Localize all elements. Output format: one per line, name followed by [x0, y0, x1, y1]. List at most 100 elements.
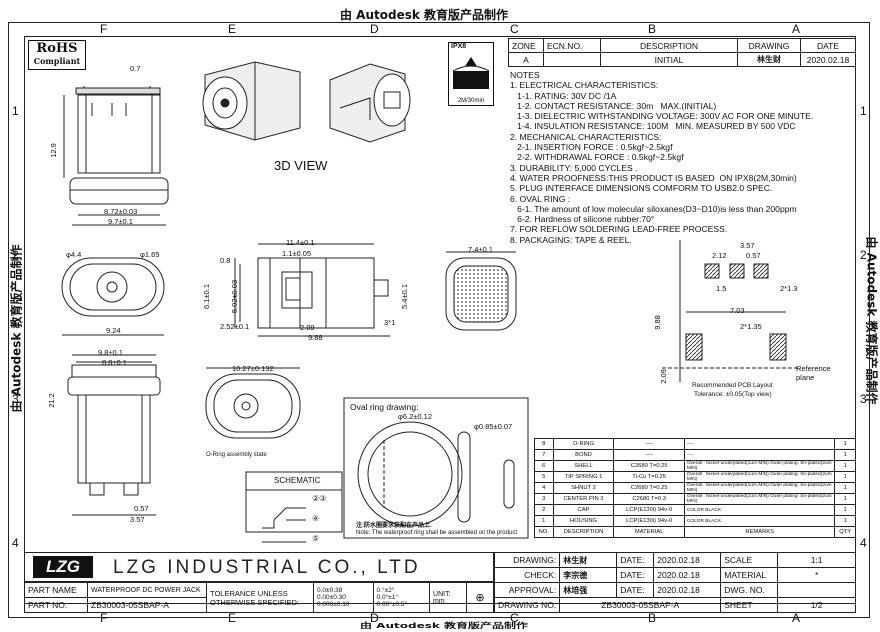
scale-label: SCALE — [720, 552, 779, 568]
dwg-label: DWG. NO. — [720, 582, 779, 598]
schematic-pins-3: ⑤ — [312, 534, 320, 543]
dim-252: 2.52±0.1 — [220, 322, 250, 331]
revision-table: ZONE ECN.NO. DESCRIPTION DRAWING DATE A … — [508, 38, 856, 67]
zone-label-right-4: 4 — [860, 536, 867, 550]
drawing-no: ZB30003-05SBAP-A — [559, 597, 722, 613]
ang-3: 0.00°±0.5° — [376, 601, 407, 608]
zone-label-left-1: 1 — [12, 104, 19, 118]
pcb-15: 1.5 — [716, 284, 727, 293]
date-label-2: DATE: — [616, 567, 655, 583]
drawing-label: DRAWING: — [493, 552, 561, 568]
zone-label-top-C: C — [510, 22, 519, 36]
note-line: 6-2. Hardness of silicone rubber:70° — [510, 214, 655, 225]
date-2: 2020.02.18 — [653, 567, 722, 583]
bom-cell: C2680 T=0.25 — [613, 460, 685, 472]
bom-cell: C2680 T=0.25 — [613, 482, 685, 494]
date-3: 2020.02.18 — [653, 582, 722, 598]
dim-872: 8.72±0.03 — [104, 207, 138, 216]
bom-cell: 1 — [534, 515, 554, 527]
dim-209: 2.09 — [300, 323, 315, 332]
unit-label: UNIT: — [433, 590, 451, 598]
bom-cell: 1 — [834, 460, 856, 472]
note-line: 1-2. CONTACT RESISTANCE: 30m MAX.(INITIA… — [510, 100, 717, 111]
pcb-209: 2.09 — [658, 369, 668, 384]
note-line: 5. PLUG INTERFACE DIMENSIONS COMFORM TO … — [510, 183, 773, 194]
bom-cell: Overall : Nickel-underplated(1um MIN) Ou… — [683, 471, 836, 483]
part-name-label: PART NAME — [24, 582, 88, 598]
bom-cell: 1 — [834, 515, 856, 527]
company-name: LZG INDUSTRIAL CO., LTD — [113, 557, 421, 578]
bom-cell: Overall : Nickel-underplated(1um MIN) Ou… — [683, 493, 836, 505]
tol-3: 0.000±0.10 — [317, 601, 350, 608]
zone-label-left-3: 3 — [12, 392, 19, 406]
zone-label-bottom-B: B — [648, 611, 657, 625]
rev-drawer: 林生财 — [737, 52, 801, 67]
pcb-2135: 2*1.35 — [740, 322, 762, 331]
bom-header-cell: MATERIAL — [613, 526, 685, 538]
check-by: 李宗德 — [559, 567, 618, 583]
bom-cell: Overall : Nickel-underplated(1um MIN) Ou… — [683, 482, 836, 494]
note-line: 2. MECHANICAL CHARACTERISTICS: — [510, 131, 662, 142]
bom-cell: 1 — [834, 504, 856, 516]
dim-61: 6.1±0.1 — [201, 284, 211, 309]
dim-1027: 10.27±0.132 — [232, 364, 274, 373]
watermark-bottom: 由 Autodesk 教育版产品制作 — [360, 621, 529, 630]
check-label: CHECK: — [493, 567, 561, 583]
dim-97: 9.7±0.1 — [108, 217, 133, 226]
date-label-1: DATE: — [616, 552, 655, 568]
zone-label-bottom-E: E — [228, 611, 237, 625]
dim-88: 8.8±0.1 — [102, 358, 127, 367]
zone-label-right-3: 3 — [860, 392, 867, 406]
zone-label-left-2: 2 — [12, 248, 19, 262]
zone-label-top-A: A — [792, 22, 801, 36]
part-name: WATERPROOF DC POWER JACK — [87, 582, 207, 598]
bom-cell: C2680 T=0.3 — [613, 493, 685, 505]
zone-label-left-4: 4 — [12, 536, 19, 550]
note-line: 8. PACKAGING: TAPE & REEL. — [510, 234, 632, 245]
note-line: 3. DURABILITY: 5,000 CYCLES . — [510, 162, 638, 173]
bom-header-cell: REMARKS — [683, 526, 836, 538]
zone-label-bottom-F: F — [100, 611, 108, 625]
tol-1: 0.0±0.38 — [317, 587, 343, 594]
bom-cell: LCP(E130i) 94v-0 — [613, 504, 685, 516]
dim-07: 0.7 — [130, 64, 141, 73]
rev-date: 2020.02.18 — [800, 52, 856, 67]
approval-table: DRAWING: 林生财 DATE: 2020.02.18 SCALE 1:1 … — [493, 552, 856, 613]
oring-label: O-Ring assembly state — [206, 452, 267, 458]
company-header: LZG LZG INDUSTRIAL CO., LTD — [24, 552, 494, 582]
sheet: 1/2 — [777, 597, 856, 613]
tolerance-line2: OTHERWISE SPECIFIED: — [210, 597, 300, 607]
bom-cell: LCP(E130i) 94v-0 — [613, 515, 685, 527]
pcb-703: 7.03 — [730, 306, 745, 315]
bom-cell: BOND — [552, 449, 615, 461]
note-line: 1. ELECTRICAL CHARACTERISTICS: — [510, 80, 659, 91]
watermark-top: 由 Autodesk 教育版产品制作 — [340, 8, 509, 22]
bom-cell: O-RING — [552, 438, 615, 450]
bom-cell: COLOR BLACK — [683, 504, 836, 516]
projection-icon: ⊕ — [466, 582, 494, 613]
drawing-no-label: DRAWING NO. — [493, 597, 561, 613]
dim-212: 21.2 — [46, 393, 56, 408]
date-1: 2020.02.18 — [653, 552, 722, 568]
pcb-layout-label: Recommended PCB Layout — [692, 382, 773, 389]
note-line: 7. FOR REFLOW SOLDERING LEAD-FREE PROCES… — [510, 224, 728, 235]
bom-cell: HOUSING — [552, 515, 615, 527]
dim-62: φ6.2±0.12 — [398, 412, 433, 421]
3d-view-label: 3D VIEW — [274, 158, 328, 173]
dim-085: φ0.85±0.07 — [474, 422, 513, 431]
unit: mm — [433, 597, 445, 605]
schematic-label: SCHEMATIC — [274, 476, 321, 485]
pcb-988: 9.88 — [652, 315, 662, 330]
bom-cell: ---- — [683, 438, 836, 450]
bom-cell: 7 — [534, 449, 554, 461]
ipx8-title: IPX8 — [451, 43, 467, 50]
sheet-label: SHEET — [720, 597, 779, 613]
